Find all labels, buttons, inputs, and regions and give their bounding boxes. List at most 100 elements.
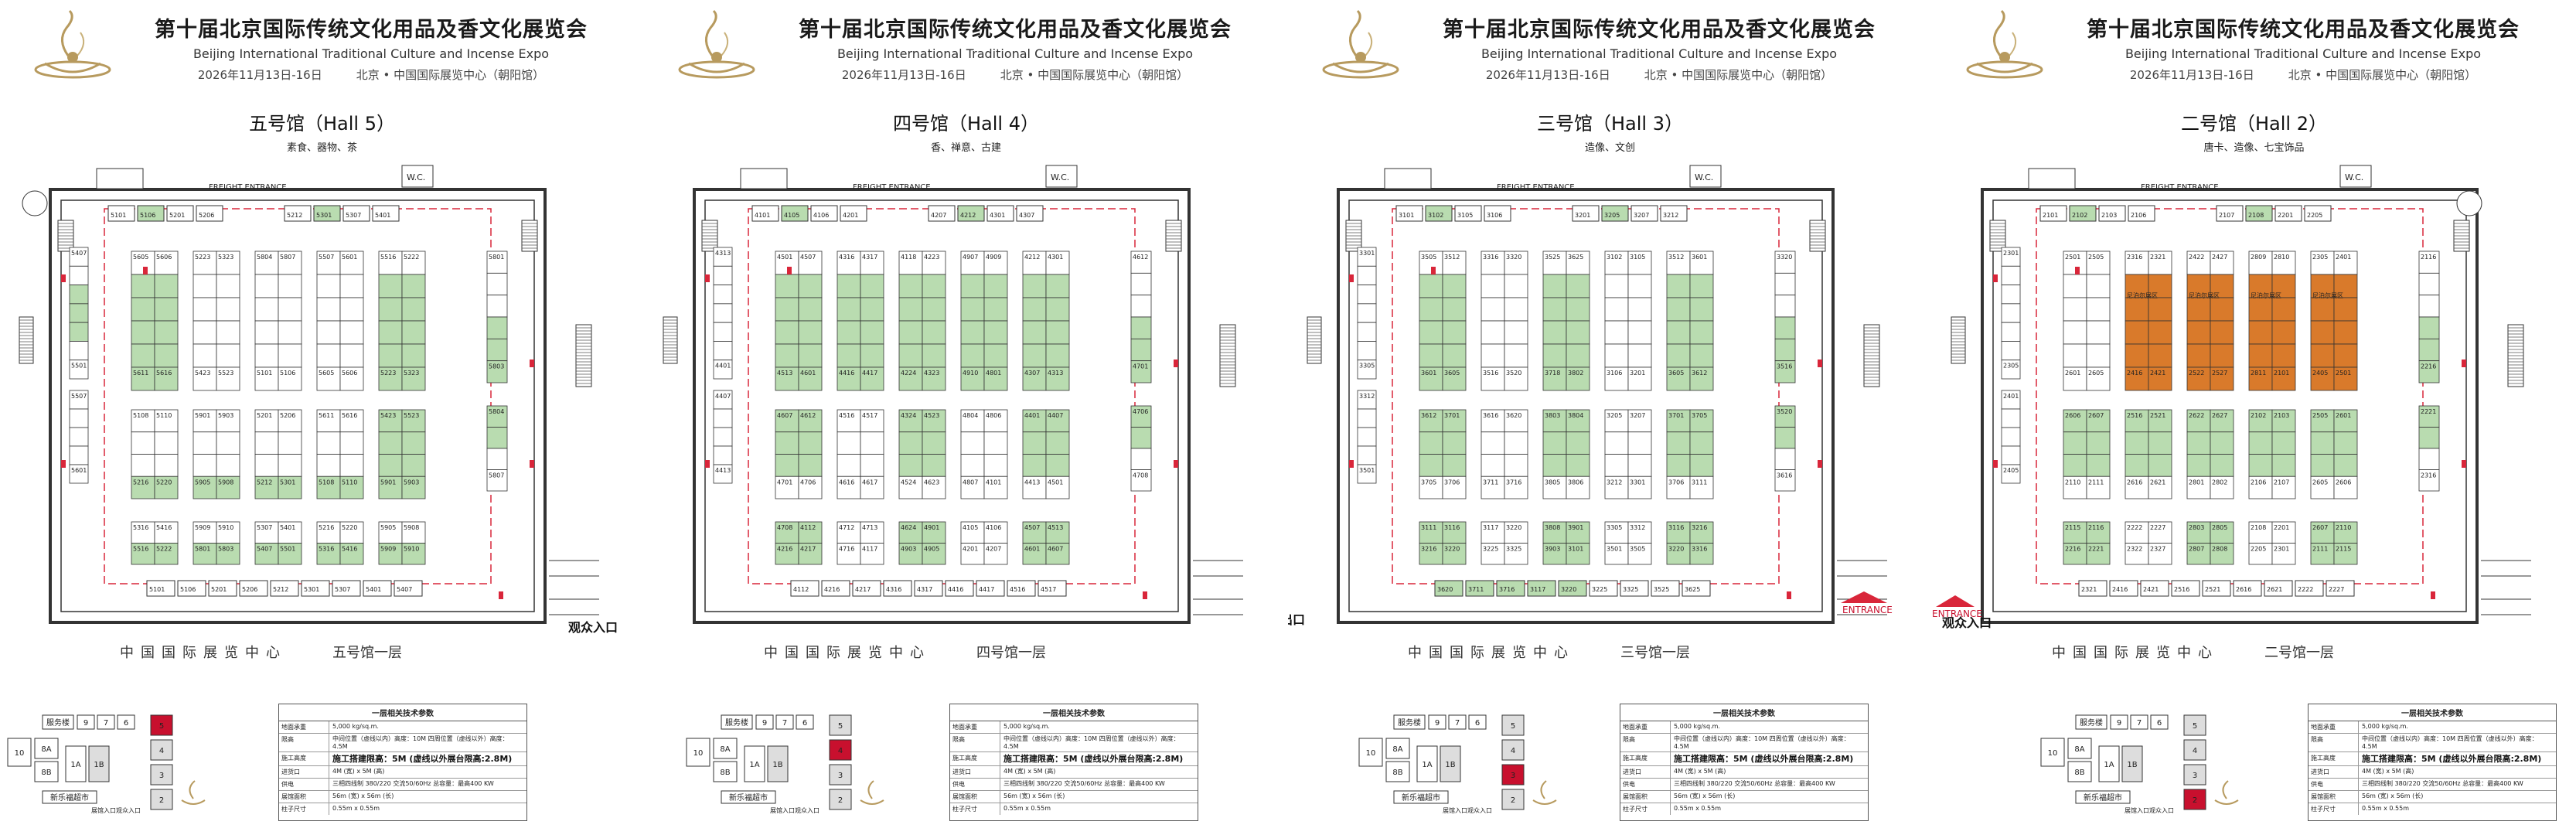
- booth: [2418, 250, 2440, 274]
- booth: [2086, 320, 2111, 345]
- spec-value: 56m (宽) x 56m (长): [2362, 792, 2424, 800]
- booth-number: 5905: [195, 479, 210, 486]
- entrance-arrow-icon: [1841, 591, 1887, 603]
- booth-number: 2606: [2336, 479, 2351, 486]
- booth-number: 5201: [169, 212, 185, 219]
- hall-6-label: 6: [1475, 719, 1480, 728]
- booth: [2125, 454, 2149, 477]
- booth-number: 5908: [404, 524, 419, 531]
- booth: [960, 274, 985, 298]
- booth-number: 5206: [280, 412, 295, 419]
- booth-number: 4616: [839, 479, 854, 486]
- booth-number: 3901: [1568, 524, 1583, 531]
- booth: [1045, 366, 1070, 391]
- hall-2-label: 2: [1511, 796, 1515, 805]
- booth: [1566, 343, 1590, 368]
- booth-number: 3516: [1777, 363, 1792, 370]
- booth: [372, 205, 400, 222]
- service-building-label: 服务楼: [2080, 717, 2103, 728]
- booth: [713, 303, 733, 323]
- booth: [1045, 320, 1070, 345]
- booth: [2333, 366, 2358, 391]
- booth: [1627, 543, 1652, 565]
- booth: [378, 297, 403, 322]
- booth-number: 3316: [1692, 546, 1707, 553]
- booth: [1434, 580, 1463, 597]
- booth: [960, 343, 985, 368]
- wc-label: W.C.: [407, 172, 425, 182]
- booth-number: 2621: [2150, 479, 2165, 486]
- booth: [860, 274, 884, 298]
- booth: [775, 366, 799, 391]
- booth-number: 5803: [218, 546, 233, 553]
- booth-number: 5909: [380, 546, 396, 553]
- booth: [922, 454, 946, 477]
- booth-number: 2810: [2274, 254, 2289, 261]
- floor-label: 四号馆一层: [976, 645, 1046, 661]
- booth-number: 5501: [280, 546, 295, 553]
- spec-value: 4M (宽) x 5M (高): [1003, 768, 1056, 775]
- booth: [131, 366, 155, 391]
- door-marker: [2462, 460, 2466, 468]
- booth: [837, 297, 861, 322]
- booth: [1419, 454, 1443, 477]
- booth: [713, 464, 733, 484]
- booth: [154, 475, 179, 499]
- hall-10: [2040, 738, 2065, 767]
- spec-key: 供电: [2309, 779, 2359, 791]
- booth: [790, 580, 819, 597]
- booth: [898, 366, 923, 391]
- hall-3-label: 3: [838, 772, 843, 780]
- booth: [316, 543, 341, 565]
- booth-number: 3512: [1444, 254, 1460, 261]
- booth: [1651, 580, 1680, 597]
- booth: [2001, 427, 2021, 447]
- booth: [193, 475, 217, 499]
- booth: [486, 448, 508, 470]
- spec-value: 4M (宽) x 5M (高): [1674, 768, 1726, 775]
- booth: [860, 343, 884, 368]
- booth: [2248, 454, 2273, 477]
- hall-1a: [65, 745, 87, 782]
- booth: [254, 320, 279, 345]
- booth: [1022, 297, 1047, 322]
- hall-8a: [713, 738, 738, 759]
- booth: [798, 343, 823, 368]
- booth: [193, 343, 217, 368]
- booth: [2271, 454, 2296, 477]
- booth: [883, 580, 912, 597]
- booth: [216, 274, 240, 298]
- booth-number: 2807: [2189, 546, 2204, 553]
- booth: [798, 475, 823, 499]
- hall-8b-label: 8B: [41, 769, 51, 777]
- booth-number: 5206: [242, 586, 257, 593]
- booth: [1357, 285, 1377, 305]
- booth: [339, 320, 364, 345]
- spec-value: 三相四线制 380/220 交流50/60Hz 总容量：最高400 KW: [1674, 780, 1835, 788]
- booth-number: 5106: [180, 586, 196, 593]
- booth: [860, 366, 884, 391]
- booth-number: 4223: [924, 254, 939, 261]
- booth: [1604, 274, 1629, 298]
- hall-8b: [34, 761, 59, 782]
- booth: [69, 408, 89, 428]
- booth-number: 2805: [2212, 524, 2227, 531]
- booth-number: 3718: [1545, 370, 1560, 377]
- booth: [810, 205, 838, 222]
- wall-block: [740, 168, 788, 189]
- hall-outer-wall: [1337, 188, 1835, 624]
- booth-number: 5407: [71, 250, 87, 257]
- booth: [2310, 366, 2335, 391]
- booth: [69, 341, 89, 361]
- hall-subtitle: 唐卡、造像、七宝饰品: [2203, 142, 2305, 154]
- booth: [1357, 247, 1377, 267]
- hall-panel-5: 第十届北京国际传统文化用品及香文化展览会 Beijing Internation…: [0, 0, 644, 835]
- booth-number: 2327: [2150, 546, 2165, 553]
- booth: [1357, 445, 1377, 465]
- booth: [1689, 409, 1714, 433]
- booth: [1604, 431, 1629, 455]
- spec-row: 施工高度施工搭建限高：5M (虚线以外展台限高:2.8M): [950, 752, 1198, 767]
